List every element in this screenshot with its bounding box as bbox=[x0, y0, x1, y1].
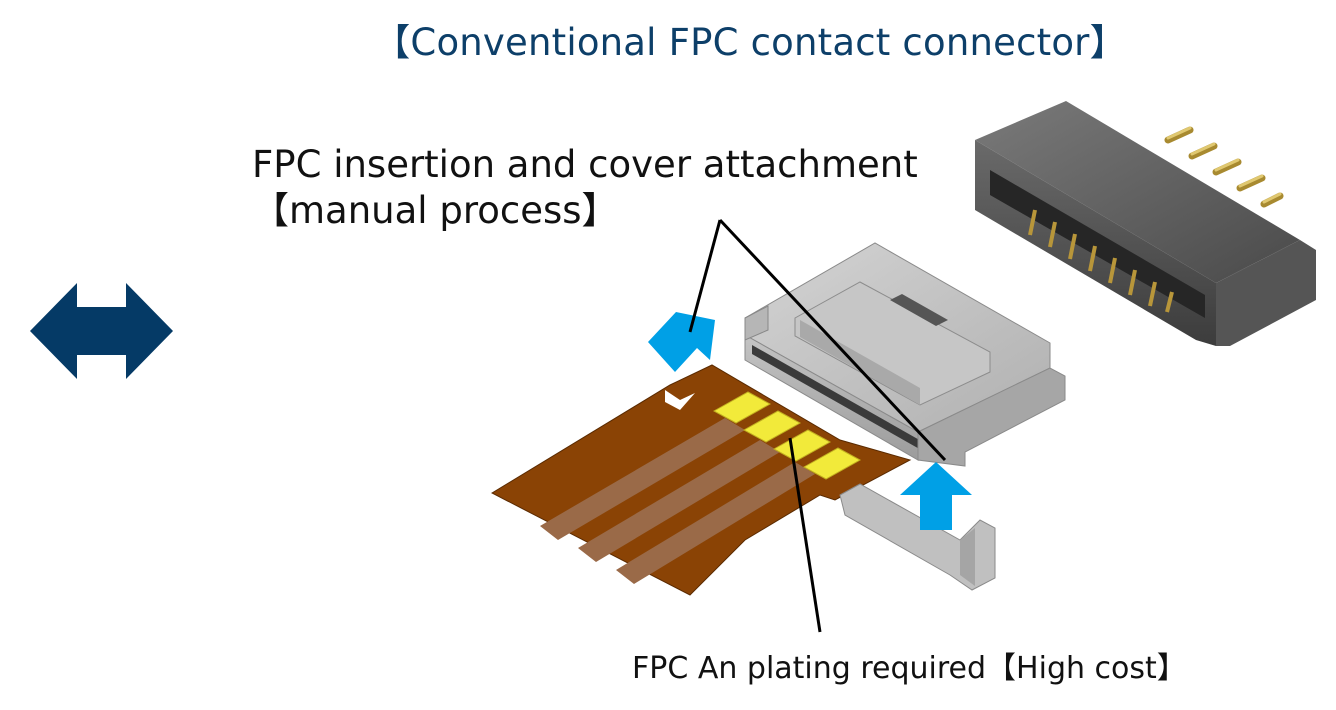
cover-lever-icon bbox=[839, 483, 996, 591]
fpc-cable-icon bbox=[490, 364, 912, 596]
leader-lines bbox=[688, 218, 947, 633]
double-arrow-icon bbox=[30, 283, 173, 379]
plating-label: FPC An plating required【High cost】 bbox=[632, 651, 1187, 686]
process-label-line1: FPC insertion and cover attachment bbox=[252, 143, 918, 186]
fpc-connector-icon bbox=[744, 242, 1066, 467]
process-label: FPC insertion and cover attachment 【manu… bbox=[252, 142, 918, 234]
process-label-line2: 【manual process】 bbox=[252, 189, 619, 232]
page-title: 【Conventional FPC contact connector】 bbox=[373, 21, 1127, 64]
cover-arrow-icon bbox=[900, 462, 972, 530]
header-connector-icon bbox=[975, 101, 1316, 346]
insert-arrow-icon bbox=[648, 312, 715, 372]
